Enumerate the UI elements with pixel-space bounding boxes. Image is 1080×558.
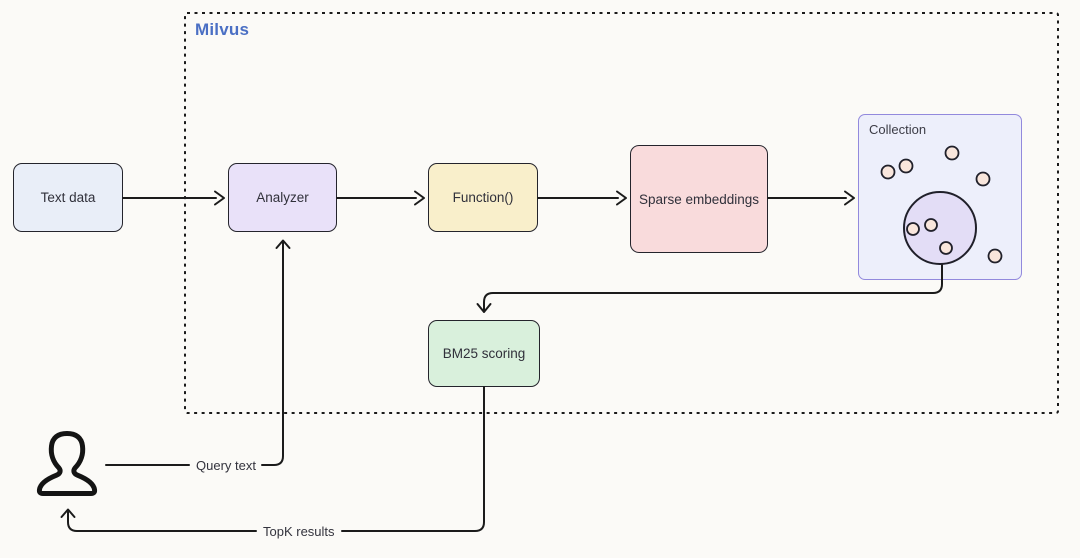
node-function: Function() [428,163,538,232]
node-text-data: Text data [13,163,123,232]
node-sparse-embeddings-label: Sparse embeddings [638,191,760,207]
node-sparse-embeddings: Sparse embeddings [630,145,768,253]
node-collection-label: Collection [869,122,927,137]
arrow-function-to-sparse [537,190,627,206]
milvus-container-label: Milvus [195,20,250,39]
node-function-label: Function() [452,190,514,205]
node-analyzer-label: Analyzer [256,190,309,205]
arrow-sparse-to-collection [767,190,855,206]
edge-label-topk-results: TopK results [263,524,335,539]
user-icon [36,431,98,496]
arrow-textdata-to-analyzer [122,190,225,206]
arrow-user-to-analyzer-query [105,239,291,466]
node-bm25-scoring-label: BM25 scoring [442,346,526,361]
node-bm25-scoring: BM25 scoring [428,320,540,387]
arrow-bm25-to-user-topk [60,386,485,532]
arrow-analyzer-to-function [336,190,425,206]
node-analyzer: Analyzer [228,163,337,232]
node-text-data-label: Text data [40,190,96,205]
node-collection: Collection [858,114,1022,280]
edge-label-query-text: Query text [196,458,256,473]
